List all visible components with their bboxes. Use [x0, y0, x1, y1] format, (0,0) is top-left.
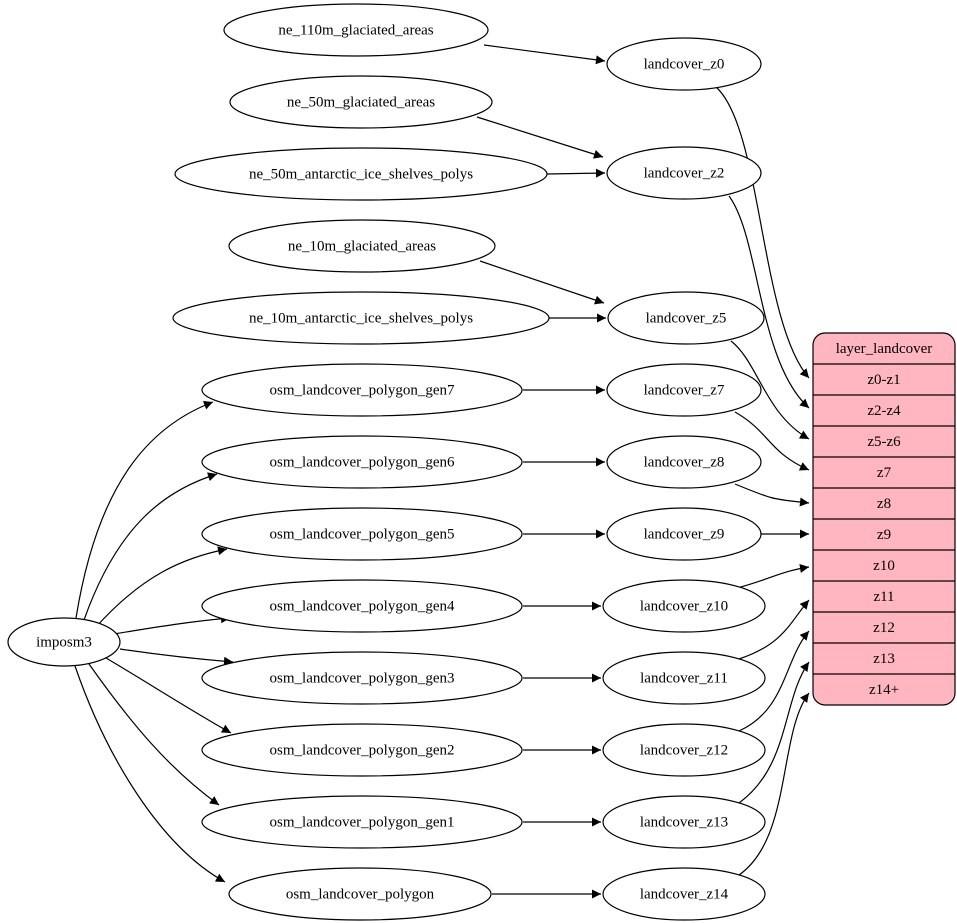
edge-ne_50m_glaciated_areas-landcover_z2 — [476, 116, 604, 159]
node-ne_50m_antarctic_ice_shelves_polys-label: ne_50m_antarctic_ice_shelves_polys — [249, 166, 473, 182]
record-title: layer_landcover — [836, 341, 933, 357]
edge-imposm3-osm_landcover_polygon — [74, 665, 226, 883]
node-osm_landcover_polygon_gen4-label: osm_landcover_polygon_gen4 — [270, 598, 455, 614]
node-osm_landcover_polygon_gen6-label: osm_landcover_polygon_gen6 — [270, 454, 455, 470]
node-landcover_z10-label: landcover_z10 — [640, 598, 728, 614]
record-row-z14plus: z14+ — [869, 682, 899, 698]
edge-landcover_z5-row-z5-z6 — [730, 340, 810, 440]
edge-landcover_z8-row-z8 — [734, 483, 810, 507]
record-row-z0-z1: z0-z1 — [867, 372, 900, 388]
edge-imposm3-osm_landcover_polygon_gen2 — [105, 657, 232, 734]
node-osm_landcover_polygon_gen5: osm_landcover_polygon_gen5 — [201, 507, 523, 561]
node-osm_landcover_polygon_gen2-label: osm_landcover_polygon_gen2 — [270, 742, 455, 758]
record-row-z13: z13 — [873, 651, 895, 667]
node-landcover_z11-label: landcover_z11 — [640, 670, 728, 686]
record-row-z12: z12 — [873, 620, 895, 636]
node-landcover_z2-label: landcover_z2 — [644, 165, 725, 181]
node-landcover_z7: landcover_z7 — [606, 363, 762, 417]
node-ne_50m_glaciated_areas: ne_50m_glaciated_areas — [229, 75, 493, 129]
node-osm_landcover_polygon_gen1-label: osm_landcover_polygon_gen1 — [270, 814, 455, 830]
node-landcover_z9-label: landcover_z9 — [644, 526, 725, 542]
node-ne_10m_glaciated_areas: ne_10m_glaciated_areas — [228, 219, 496, 273]
node-osm_landcover_polygon: osm_landcover_polygon — [228, 867, 492, 921]
edge-landcover_z7-row-z7 — [734, 411, 810, 471]
edge-imposm3-osm_landcover_polygon_gen3 — [119, 648, 234, 666]
edge-ne_10m_glaciated_areas-landcover_z5 — [479, 260, 605, 305]
edge-imposm3-osm_landcover_polygon_gen4 — [113, 614, 231, 635]
record-row-z9: z9 — [877, 527, 891, 543]
node-osm_landcover_polygon-label: osm_landcover_polygon — [286, 886, 435, 902]
node-osm_landcover_polygon_gen7: osm_landcover_polygon_gen7 — [201, 363, 523, 417]
node-landcover_z13-label: landcover_z13 — [640, 814, 728, 830]
node-landcover_z11: landcover_z11 — [602, 651, 766, 705]
edge-landcover_z14-row-z14plus — [738, 692, 810, 876]
node-ne_10m_antarctic_ice_shelves_polys-label: ne_10m_antarctic_ice_shelves_polys — [249, 310, 473, 326]
record-row-z11: z11 — [873, 589, 894, 605]
edge-imposm3-osm_landcover_polygon_gen7 — [75, 401, 214, 619]
record-row-z7: z7 — [877, 465, 892, 481]
node-osm_landcover_polygon_gen1: osm_landcover_polygon_gen1 — [201, 795, 523, 849]
node-imposm3-label: imposm3 — [36, 634, 92, 650]
node-landcover_z10: landcover_z10 — [602, 579, 766, 633]
node-landcover_z5-label: landcover_z5 — [646, 310, 727, 326]
node-landcover_z12-label: landcover_z12 — [640, 742, 728, 758]
node-layer_landcover: layer_landcover z0-z1 z2-z4 z5-z6 z7 z8 … — [812, 332, 956, 706]
edge-landcover_z13-row-z13 — [738, 661, 810, 804]
edge-landcover_z0-row-z0-z1 — [715, 86, 810, 379]
node-osm_landcover_polygon_gen7-label: osm_landcover_polygon_gen7 — [270, 382, 455, 398]
record-row-z10: z10 — [873, 558, 895, 574]
node-landcover_z0-label: landcover_z0 — [644, 56, 725, 72]
record-row-z2-z4: z2-z4 — [867, 403, 901, 419]
edge-ne_110m_glaciated_areas-landcover_z0 — [483, 44, 606, 65]
node-ne_110m_glaciated_areas-label: ne_110m_glaciated_areas — [278, 22, 433, 38]
edge-ne_50m_antarctic_ice_shelves_polys-landcover_z2 — [546, 168, 606, 178]
node-ne_110m_glaciated_areas: ne_110m_glaciated_areas — [223, 3, 489, 57]
node-landcover_z8-label: landcover_z8 — [644, 454, 725, 470]
node-osm_landcover_polygon_gen3-label: osm_landcover_polygon_gen3 — [270, 670, 455, 686]
edge-landcover_z10-row-z10 — [736, 563, 810, 589]
node-landcover_z5: landcover_z5 — [607, 291, 765, 345]
record-row-z5-z6: z5-z6 — [867, 434, 901, 450]
edge-landcover_z12-row-z12 — [738, 630, 810, 732]
edge-landcover_z11-row-z11 — [738, 599, 810, 660]
record-row-z8: z8 — [877, 496, 891, 512]
edge-imposm3-osm_landcover_polygon_gen1 — [88, 663, 220, 806]
node-ne_10m_antarctic_ice_shelves_polys: ne_10m_antarctic_ice_shelves_polys — [172, 291, 550, 345]
node-ne_10m_glaciated_areas-label: ne_10m_glaciated_areas — [288, 238, 436, 254]
node-osm_landcover_polygon_gen6: osm_landcover_polygon_gen6 — [201, 435, 523, 489]
node-landcover_z2: landcover_z2 — [606, 146, 762, 200]
node-landcover_z12: landcover_z12 — [602, 723, 766, 777]
node-osm_landcover_polygon_gen5-label: osm_landcover_polygon_gen5 — [270, 526, 455, 542]
node-imposm3: imposm3 — [7, 617, 121, 667]
node-osm_landcover_polygon_gen3: osm_landcover_polygon_gen3 — [201, 651, 523, 705]
node-ne_50m_antarctic_ice_shelves_polys: ne_50m_antarctic_ice_shelves_polys — [174, 147, 548, 201]
node-landcover_z7-label: landcover_z7 — [644, 382, 725, 398]
node-landcover_z14: landcover_z14 — [602, 867, 766, 921]
node-osm_landcover_polygon_gen2: osm_landcover_polygon_gen2 — [201, 723, 523, 777]
node-osm_landcover_polygon_gen4: osm_landcover_polygon_gen4 — [201, 579, 523, 633]
edge-landcover_z2-row-z2-z4 — [728, 195, 810, 409]
node-landcover_z8: landcover_z8 — [606, 435, 762, 489]
node-landcover_z0: landcover_z0 — [606, 37, 762, 91]
node-ne_50m_glaciated_areas-label: ne_50m_glaciated_areas — [287, 94, 435, 110]
node-landcover_z9: landcover_z9 — [606, 507, 762, 561]
edge-imposm3-osm_landcover_polygon_gen5 — [95, 546, 228, 628]
node-landcover_z14-label: landcover_z14 — [640, 886, 729, 902]
edge-imposm3-osm_landcover_polygon_gen6 — [83, 472, 218, 621]
node-landcover_z13: landcover_z13 — [602, 795, 766, 849]
